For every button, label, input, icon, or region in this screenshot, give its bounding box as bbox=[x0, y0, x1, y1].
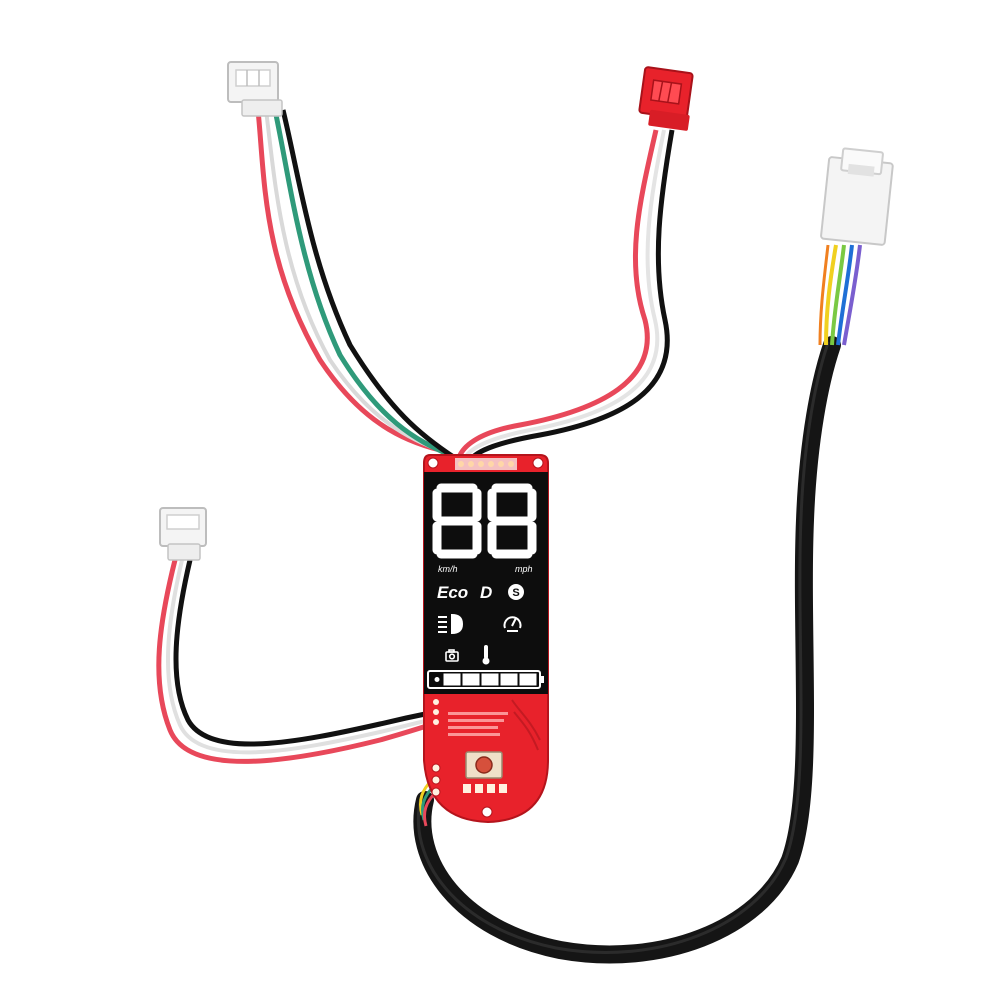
battery-segment bbox=[481, 673, 499, 686]
bottom-solder-pads bbox=[463, 784, 507, 818]
speed-digit-2 bbox=[487, 483, 537, 559]
battery-segment bbox=[500, 673, 518, 686]
unit-kmh-label: km/h bbox=[438, 564, 458, 574]
mode-sport-badge: S bbox=[508, 584, 524, 600]
main-cable bbox=[413, 336, 841, 964]
battery-segments bbox=[443, 673, 537, 686]
speed-digits bbox=[432, 483, 537, 559]
unit-mph-label: mph bbox=[515, 564, 533, 574]
battery-segment bbox=[443, 673, 461, 686]
cruise-control-icon bbox=[503, 616, 522, 632]
thermometer-icon bbox=[482, 645, 490, 665]
top-left-connector bbox=[227, 61, 283, 117]
top-contact-pads bbox=[427, 457, 544, 470]
camera-icon bbox=[445, 649, 459, 662]
right-connector bbox=[820, 147, 894, 246]
mode-drive-label: D bbox=[480, 583, 492, 602]
battery-icon bbox=[427, 670, 544, 689]
left-wires bbox=[156, 559, 431, 764]
top-right-wires bbox=[457, 129, 675, 462]
battery-segment bbox=[519, 673, 537, 686]
top-right-connector bbox=[638, 66, 694, 131]
top-left-wires bbox=[255, 109, 457, 461]
tactile-button bbox=[465, 751, 503, 779]
left-connector bbox=[159, 507, 207, 561]
battery-segment bbox=[462, 673, 480, 686]
dashboard-pcb: km/h mph Eco D S bbox=[423, 454, 549, 824]
headlight-icon bbox=[438, 613, 464, 635]
speed-digit-1 bbox=[432, 483, 482, 559]
right-connector-wires bbox=[818, 244, 862, 346]
pcb-silkscreen bbox=[431, 699, 541, 797]
mode-sport-label: S bbox=[512, 587, 519, 599]
mode-eco-label: Eco bbox=[437, 583, 468, 602]
